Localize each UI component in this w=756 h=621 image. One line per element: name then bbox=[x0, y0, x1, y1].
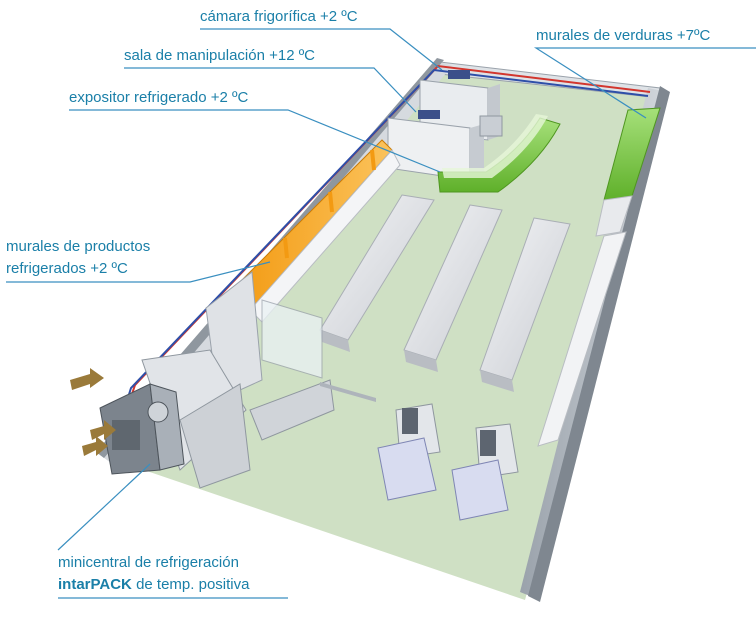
right-wall-edge bbox=[528, 86, 670, 602]
leader-lines bbox=[6, 28, 756, 599]
label-minicentral-line1: minicentral de refrigeración bbox=[58, 554, 239, 571]
intarpack-minicentral-unit bbox=[99, 383, 185, 475]
label-minicentral: minicentral de refrigeración intarPACK d… bbox=[58, 552, 249, 596]
handling-room-evaporator bbox=[418, 110, 440, 119]
handling-room-counter bbox=[479, 115, 503, 137]
vegetable-mural-base bbox=[595, 195, 633, 237]
checkout-counter-2 bbox=[451, 423, 519, 521]
gondola-row-left bbox=[319, 194, 435, 352]
label-minicentral-rest: de temp. positiva bbox=[131, 576, 250, 593]
refrigerated-display-glass bbox=[442, 114, 548, 178]
orange-wall-mural-shelves bbox=[249, 149, 401, 323]
leader-minicentral-diagonal bbox=[57, 463, 151, 551]
gondola-row-right bbox=[479, 217, 571, 392]
entrance-gate bbox=[320, 382, 376, 402]
airflow-arrows bbox=[70, 368, 116, 456]
handling-room-side bbox=[470, 124, 484, 180]
leader-verduras bbox=[533, 47, 756, 119]
label-murales-line2: refrigerados +2 ºC bbox=[6, 260, 128, 277]
label-murales-productos: murales de productos refrigerados +2 ºC bbox=[6, 236, 150, 280]
cold-room-evaporator bbox=[448, 70, 470, 79]
leader-camara bbox=[200, 28, 443, 71]
label-intarpack-brand: intarPACK bbox=[58, 576, 132, 593]
checkout-counter-1 bbox=[377, 403, 441, 501]
leader-sala bbox=[124, 67, 417, 113]
machine-room-door bbox=[179, 383, 251, 489]
airflow-arrow-icon bbox=[90, 420, 116, 440]
label-camara-frigorifica: cámara frigorífica +2 ºC bbox=[200, 8, 358, 25]
label-minicentral-line2: intarPACK de temp. positiva bbox=[58, 574, 249, 596]
label-expositor-refrigerado: expositor refrigerado +2 ºC bbox=[69, 89, 249, 106]
airflow-arrow-icon bbox=[70, 368, 104, 390]
glass-partition bbox=[261, 299, 323, 379]
label-murales-line1: murales de productos bbox=[6, 238, 151, 255]
airflow-arrow-icon bbox=[82, 436, 108, 456]
gondola-row-middle bbox=[403, 204, 503, 372]
leader-murales bbox=[6, 261, 271, 283]
label-murales-verduras: murales de verduras +7ºC bbox=[536, 27, 711, 44]
label-sala-manipulacion: sala de manipulación +12 ºC bbox=[124, 47, 316, 64]
service-counter bbox=[249, 379, 335, 441]
right-wall-shelving bbox=[537, 231, 627, 447]
leader-expositor bbox=[69, 109, 441, 173]
